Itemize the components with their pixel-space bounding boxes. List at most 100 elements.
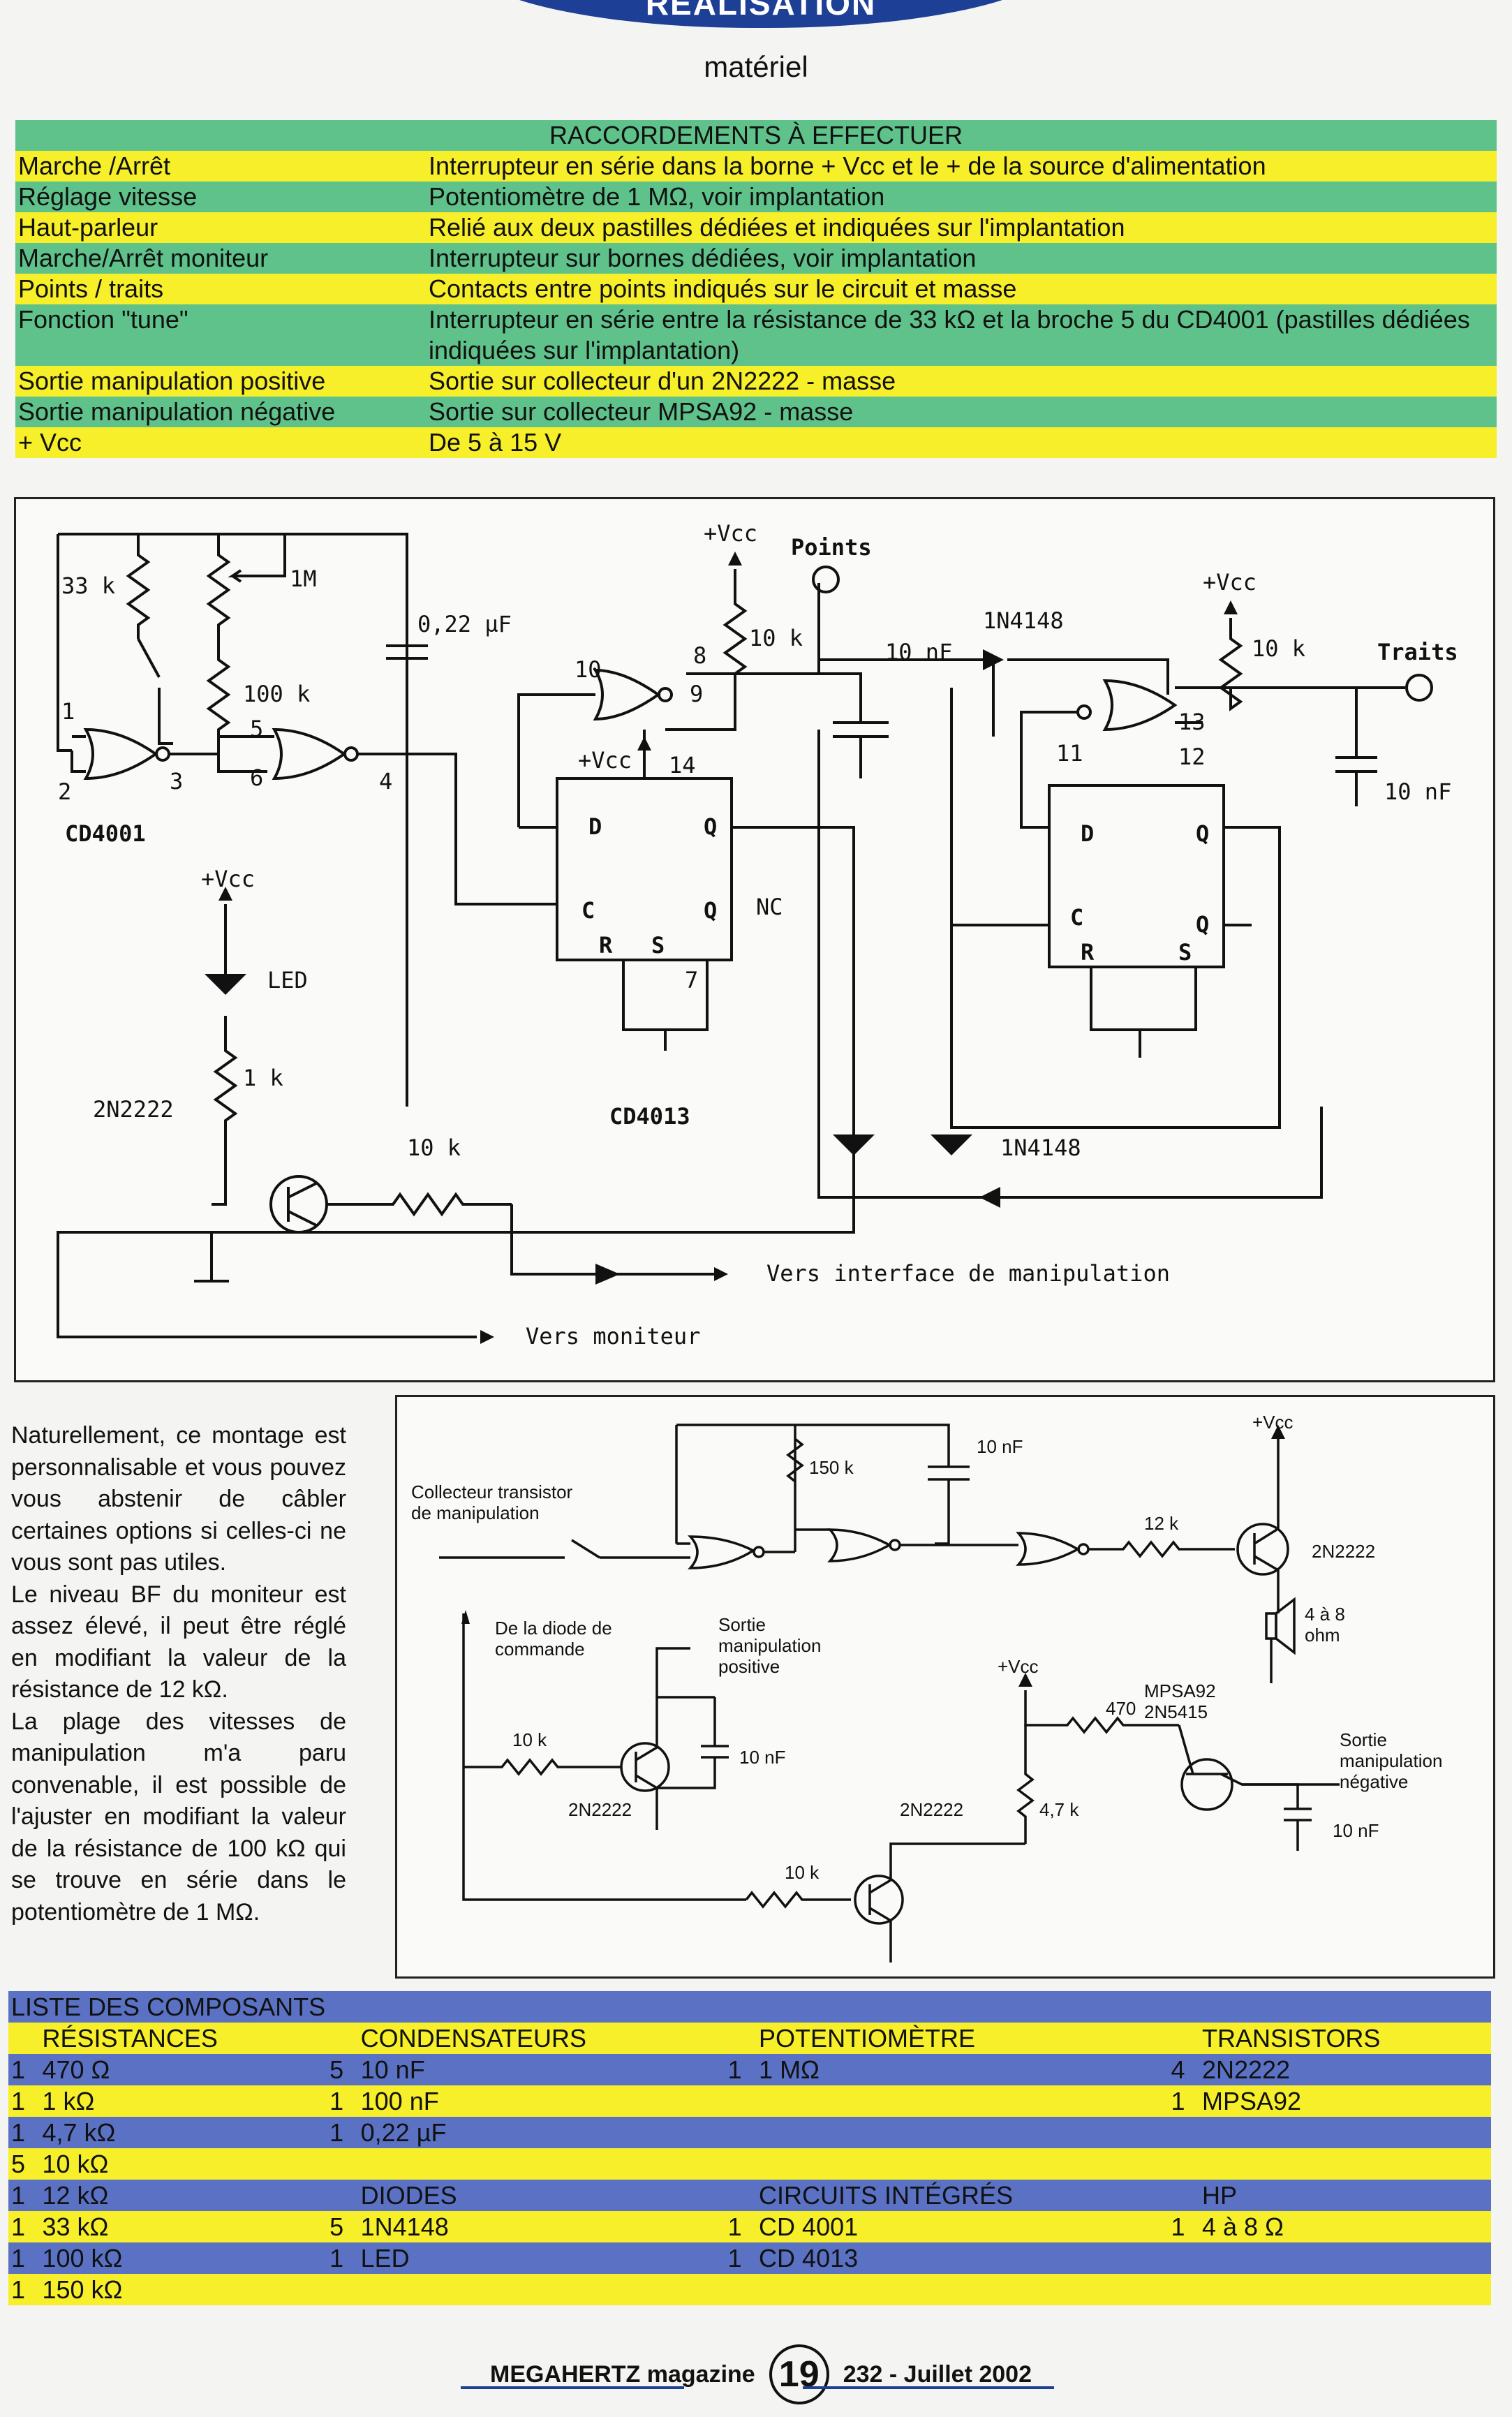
header-condensateurs: CONDENSATEURS [357,2023,725,2054]
label-r12k: 12 k [1144,1513,1179,1534]
label-r47k: 4,7 k [1039,1799,1079,1820]
label-s-left: S [651,932,665,959]
conn-desc: Relié aux deux pastilles dédiées et indi… [426,212,1497,243]
label-vcc2: +Vcc [1203,569,1257,596]
label-q-right: Q [1196,820,1209,847]
pin-13: 13 [1178,709,1206,735]
page-subtitle: matériel [704,50,808,83]
paragraph: Naturellement, ce montage est personnali… [11,1422,346,1576]
page-footer: MEGAHERTZ magazine 19 232 - Juillet 2002 [447,2343,1075,2406]
paragraph: La plage des vitesses de manipulation m'… [11,1708,346,1926]
label-p1m: 1M [290,566,317,592]
parts-title: LISTE DES COMPOSANTS [8,1991,1491,2023]
label-c-left: C [581,897,595,924]
label-c10nf-a: 10 nF [885,639,952,665]
label-led: LED [267,967,308,993]
label-c10nf-c: 10 nF [1333,1820,1379,1841]
label-r10k-b: 10 k [785,1862,820,1883]
conn-desc: Contacts entre points indiqués sur le ci… [426,274,1497,304]
label-t2n2222: 2N2222 [93,1096,174,1123]
label-r-left: R [599,932,613,959]
label-hp: 4 à 8 [1305,1604,1345,1625]
label-vcc4: +Vcc [201,866,255,892]
conn-item: Sortie manipulation positive [15,366,426,397]
pin-3: 3 [170,768,183,794]
label-vcc-mid: +Vcc [998,1656,1039,1677]
conn-desc: Interrupteur sur bornes dédiées, voir im… [426,243,1497,274]
conn-item: Marche/Arrêt moniteur [15,243,426,274]
label-r470: 470 [1106,1698,1136,1719]
pin-12: 12 [1178,744,1206,770]
conn-item: Points / traits [15,274,426,304]
pin-2: 2 [58,778,71,805]
conn-item: Fonction "tune" [15,304,426,366]
label-collecteur2: de manipulation [411,1502,540,1523]
label-q-left: Q [704,813,717,840]
header-diodes: DIODES [357,2180,725,2211]
label-qbar-left: Q [704,897,717,924]
label-nc: NC [756,894,783,920]
main-schematic-svg: 33 k 1M 100 k 0,22 µF CD4001 +Vcc Points… [57,520,1458,1350]
label-d-right: D [1081,820,1094,847]
label-cd4013: CD4013 [609,1103,690,1130]
body-text: Naturellement, ce montage est personnali… [11,1420,346,1928]
label-sortie-pos2: manipulation [718,1635,821,1656]
pin-4: 4 [379,768,392,794]
page-number: 19 [769,2344,829,2404]
label-r33: 33 k [61,572,115,599]
label-sortie-neg2: manipulation [1340,1750,1442,1771]
label-2n5415: 2N5415 [1144,1701,1208,1722]
section-title: REALISATION [645,0,877,22]
label-d-left: D [588,813,602,840]
parts-table: LISTE DES COMPOSANTS RÉSISTANCES CONDENS… [8,1991,1491,2305]
label-vcc-top: +Vcc [1252,1412,1294,1433]
label-vcc1: +Vcc [704,520,757,547]
pin-8: 8 [693,642,706,669]
conn-item: Haut-parleur [15,212,426,243]
label-d1: 1N4148 [983,607,1064,634]
label-vers-interface: Vers interface de manipulation [766,1260,1170,1287]
conn-desc: De 5 à 15 V [426,427,1497,458]
label-t2n2222-a: 2N2222 [568,1799,632,1820]
label-r10k-a: 10 k [512,1729,547,1750]
paragraph: Le niveau BF du moniteur est assez élevé… [11,1581,346,1703]
conn-desc: Sortie sur collecteur MPSA92 - masse [426,397,1497,427]
label-diode2: commande [495,1639,585,1660]
label-d2: 1N4148 [1000,1134,1081,1161]
pin-6: 6 [250,764,263,791]
section-tab: REALISATION [461,0,1061,28]
label-diode: De la diode de [495,1618,612,1639]
label-r10k-b: 10 k [1252,635,1305,662]
conn-desc: Sortie sur collecteur d'un 2N2222 - mass… [426,366,1497,397]
table-row: Fonction "tune"Interrupteur en série ent… [15,304,1497,366]
label-c-right: C [1070,904,1083,931]
label-r150: 150 k [809,1457,854,1478]
pin-10: 10 [575,656,602,683]
label-t2n2222-b: 2N2222 [900,1799,963,1820]
parts-header-row: RÉSISTANCES CONDENSATEURS POTENTIOMÈTRE … [8,2023,1491,2054]
label-points: Points [791,534,872,561]
conn-item: + Vcc [15,427,426,458]
conn-desc: Interrupteur en série entre la résistanc… [426,304,1497,366]
header-transistors: TRANSISTORS [1199,2023,1491,2054]
footer-rule-left [461,2386,684,2389]
magazine-name: MEGAHERTZ magazine [490,2360,755,2388]
traits-connector-icon [1405,674,1433,702]
footer-rule-right [803,2386,1054,2389]
label-collecteur: Collecteur transistor [411,1481,573,1502]
label-sortie-neg3: négative [1340,1771,1408,1792]
label-sortie-pos3: positive [718,1656,780,1677]
label-cd4001: CD4001 [65,820,146,847]
